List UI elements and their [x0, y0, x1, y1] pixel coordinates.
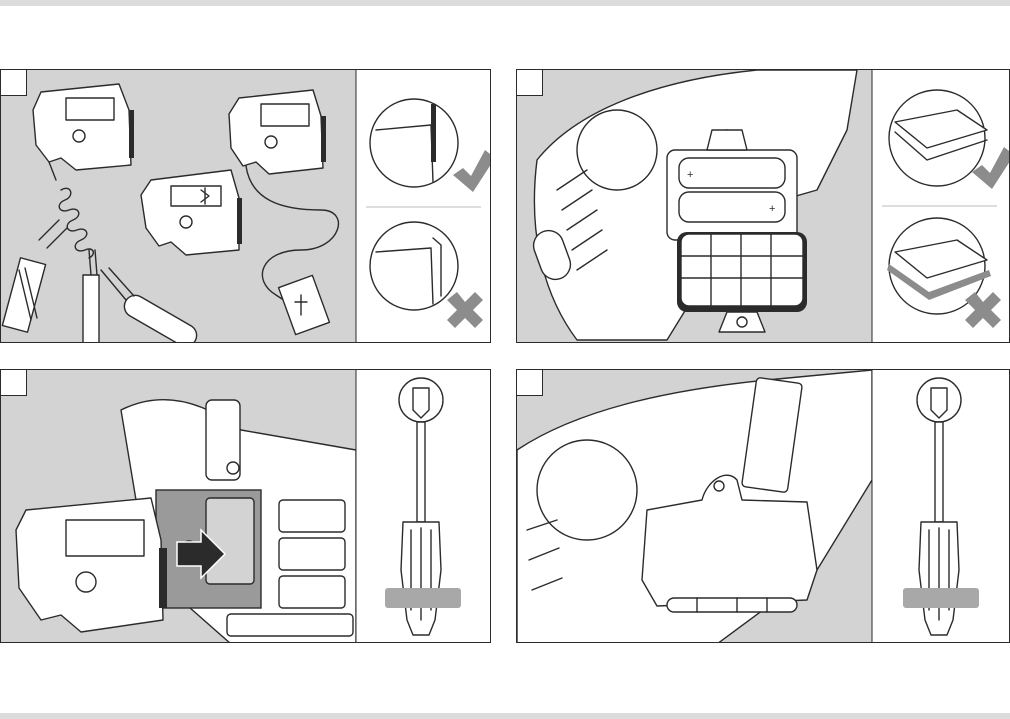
panel-1-illustration [1, 70, 491, 343]
tool-size-band [903, 588, 979, 608]
bottom-rule [0, 713, 1010, 719]
svg-text:+: + [687, 169, 693, 181]
tool-size-band [385, 588, 461, 608]
wired-module [16, 498, 167, 632]
step-number-box-3 [1, 370, 27, 396]
panel-4-close-cover [516, 369, 1010, 643]
step-number-box-2 [517, 70, 543, 96]
step-number-box-4 [517, 370, 543, 396]
top-rule [0, 0, 1010, 6]
step-number-box-1 [1, 70, 27, 96]
svg-text:+: + [769, 203, 775, 215]
panel-2-battery-compartment: + + [516, 69, 1010, 343]
panel-4-illustration [517, 370, 1010, 643]
panel-3-illustration [1, 370, 491, 643]
panel-1-module-variants [0, 69, 491, 343]
panel-2-illustration: + + [517, 70, 1010, 343]
battery-cell-1 [679, 158, 785, 188]
bluetooth-module [141, 170, 242, 255]
panel-3-insert-module [0, 369, 491, 643]
